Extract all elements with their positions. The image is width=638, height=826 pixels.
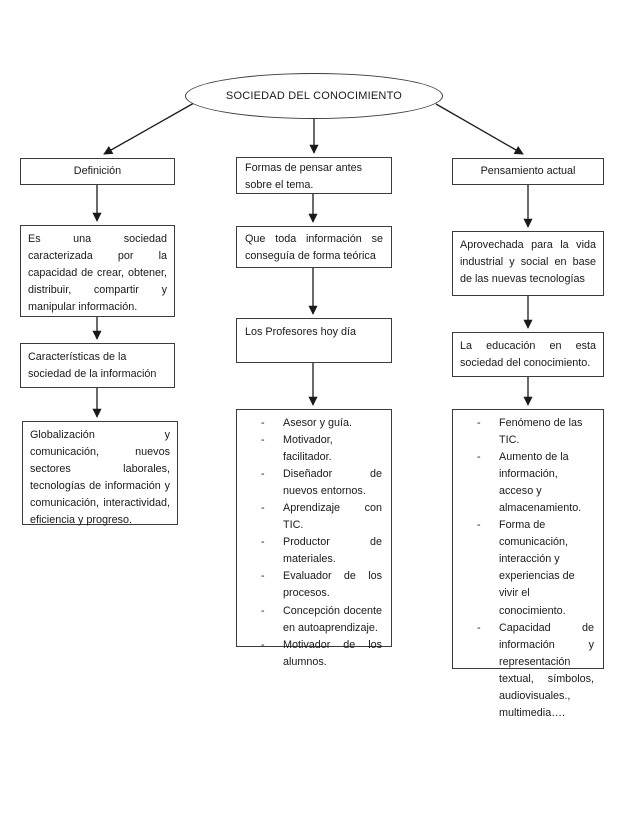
profesores-box: Los Profesores hoy día — [236, 318, 392, 363]
root-node-ellipse: SOCIEDAD DEL CONOCIMIENTO — [185, 73, 443, 119]
list-item: Motivador, facilitador. — [237, 432, 391, 466]
list-item: Productor de materiales. — [237, 534, 391, 568]
definicion-header-label: Definición — [73, 164, 122, 177]
list-item: Aprendizaje con TIC. — [237, 500, 391, 534]
list-item: Forma de comunicación, interacción y exp… — [453, 517, 603, 619]
informacion-teorica-box: Que toda información se conseguía de for… — [236, 226, 392, 268]
dash-marker — [261, 415, 283, 432]
dash-marker — [261, 603, 283, 637]
definicion-header-box: Definición — [20, 158, 175, 185]
dash-marker — [261, 568, 283, 602]
dash-marker — [261, 637, 283, 671]
list-item: Aumento de la información, acceso y alma… — [453, 449, 603, 517]
list-item: Concepción docente en autoaprendizaje. — [237, 603, 391, 637]
dash-marker — [261, 500, 283, 534]
dash-marker — [477, 620, 499, 722]
pensamiento-header-label: Pensamiento actual — [480, 164, 576, 177]
list-item: Capacidad de información y representació… — [453, 620, 603, 722]
dash-marker — [261, 466, 283, 500]
list-item: Asesor y guía. — [237, 415, 391, 432]
list-item: Fenómeno de las TIC. — [453, 415, 603, 449]
aprovechada-box: Aprovechada para la vida industrial y so… — [452, 231, 604, 296]
diagram-title: SOCIEDAD DEL CONOCIMIENTO — [225, 90, 403, 102]
dash-marker — [261, 432, 283, 466]
formas-header-box: Formas de pensar antes sobre el tema. — [236, 157, 392, 194]
arrow-ellipse-to-left — [103, 102, 195, 155]
arrow-ellipse-to-right — [435, 103, 524, 155]
definicion-text-box: Es una sociedad caracterizada por la cap… — [20, 225, 175, 317]
profesores-roles-list: Asesor y guía. Motivador, facilitador. D… — [236, 409, 392, 668]
pensamiento-header-box: Pensamiento actual — [452, 158, 604, 185]
educacion-box: La educación en esta sociedad del conoci… — [452, 332, 604, 377]
dash-marker — [477, 415, 499, 449]
dash-marker — [261, 534, 283, 568]
list-item: Motivador de los alumnos. — [237, 637, 391, 671]
list-item: Evaluador de los procesos. — [237, 568, 391, 602]
globalizacion-box: Globalización y comunicación, nuevos sec… — [22, 421, 178, 526]
pensamiento-actual-list: Fenómeno de las TIC. Aumento de la infor… — [452, 409, 604, 719]
caracteristicas-box: Características de la sociedad de la inf… — [20, 343, 175, 388]
dash-marker — [477, 517, 499, 619]
list-item: Diseñador de nuevos entornos. — [237, 466, 391, 500]
dash-marker — [477, 449, 499, 517]
